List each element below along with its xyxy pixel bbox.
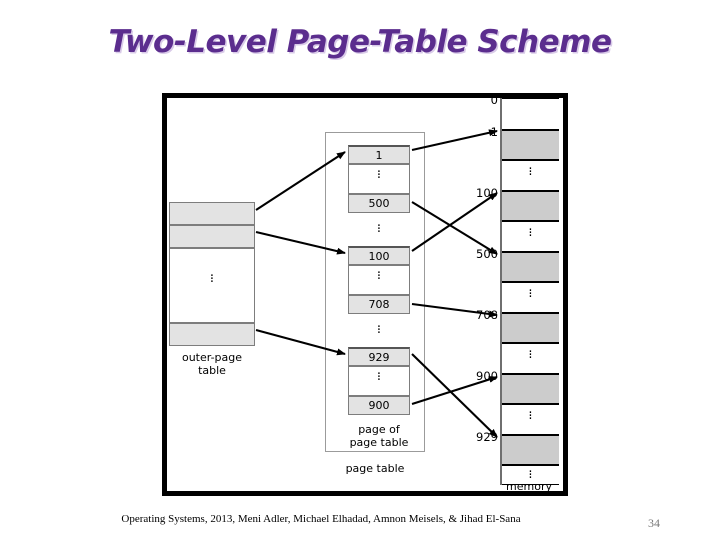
page-number: 34 bbox=[648, 516, 660, 530]
memory-dots-3: ··· bbox=[528, 284, 533, 305]
page-of-page-table-label: page of page table bbox=[349, 423, 409, 449]
memory-row-4[interactable] bbox=[502, 221, 559, 252]
memory-row-11[interactable] bbox=[502, 435, 559, 465]
memory-address-929: 929 bbox=[476, 430, 498, 444]
outer-page-table-dots: ··· bbox=[209, 269, 215, 290]
memory-address-1: 1 bbox=[490, 125, 498, 139]
page-title: Two-Level Page-Table Scheme bbox=[108, 24, 612, 60]
outer-page-table: ··· bbox=[169, 202, 255, 346]
memory-dots-4: ··· bbox=[528, 345, 533, 366]
memory-row-6[interactable] bbox=[502, 282, 559, 313]
figure-inner: ··· outer-page table 1 ··· 500 ··· 100 ·… bbox=[167, 93, 563, 493]
memory-row-8[interactable] bbox=[502, 343, 559, 374]
page-table-gap-2 bbox=[348, 265, 410, 295]
page-table-entry-929[interactable]: 929 bbox=[348, 347, 410, 366]
page-table-dots-3: ··· bbox=[376, 367, 382, 388]
page-table-between-dots-2: ··· bbox=[376, 320, 382, 341]
memory-row-0[interactable] bbox=[502, 98, 559, 130]
outer-page-table-row-2[interactable] bbox=[169, 225, 255, 248]
memory-row-7[interactable] bbox=[502, 313, 559, 343]
memory-row-3[interactable] bbox=[502, 191, 559, 221]
memory-row-12[interactable] bbox=[502, 465, 559, 485]
outer-page-table-label: outer-page table bbox=[181, 351, 243, 377]
memory-label: memory bbox=[506, 480, 552, 493]
memory-row-1[interactable] bbox=[502, 130, 559, 160]
page-table-gap-1 bbox=[348, 164, 410, 194]
memory-row-9[interactable] bbox=[502, 374, 559, 404]
page-table-entry-1[interactable]: 1 bbox=[348, 145, 410, 164]
memory-row-2[interactable] bbox=[502, 160, 559, 191]
memory-address-708: 708 bbox=[476, 308, 498, 322]
page-table-dots-2: ··· bbox=[376, 266, 382, 287]
memory-row-5[interactable] bbox=[502, 252, 559, 282]
page-table-entry-900[interactable]: 900 bbox=[348, 396, 410, 415]
memory-address-900: 900 bbox=[476, 369, 498, 383]
page-table-between-dots-1: ··· bbox=[376, 219, 382, 240]
footer-credit: Operating Systems, 2013, Meni Adler, Mic… bbox=[121, 513, 521, 525]
memory-dots-1: ··· bbox=[528, 162, 533, 183]
memory-row-10[interactable] bbox=[502, 404, 559, 435]
outer-page-table-row-1[interactable] bbox=[169, 202, 255, 225]
outer-page-table-row-3[interactable] bbox=[169, 248, 255, 323]
page-table-entry-100[interactable]: 100 bbox=[348, 246, 410, 265]
page-table-dots-1: ··· bbox=[376, 165, 382, 186]
page-table-gap-3 bbox=[348, 366, 410, 396]
page-table-entry-500[interactable]: 500 bbox=[348, 194, 410, 213]
memory-dots-6: ··· bbox=[528, 465, 533, 486]
memory-address-0: 0 bbox=[490, 93, 498, 107]
page-table-entry-708[interactable]: 708 bbox=[348, 295, 410, 314]
outer-page-table-row-4[interactable] bbox=[169, 323, 255, 346]
figure-frame: ··· outer-page table 1 ··· 500 ··· 100 ·… bbox=[162, 93, 568, 496]
memory-dots-2: ··· bbox=[528, 223, 533, 244]
memory-address-100: 100 bbox=[476, 186, 498, 200]
page-table-group-box bbox=[325, 132, 425, 452]
memory-dots-5: ··· bbox=[528, 406, 533, 427]
memory-column: ··· ··· ··· ··· ··· ··· bbox=[500, 98, 559, 486]
memory-address-500: 500 bbox=[476, 247, 498, 261]
page-table-label: page table bbox=[345, 462, 405, 475]
